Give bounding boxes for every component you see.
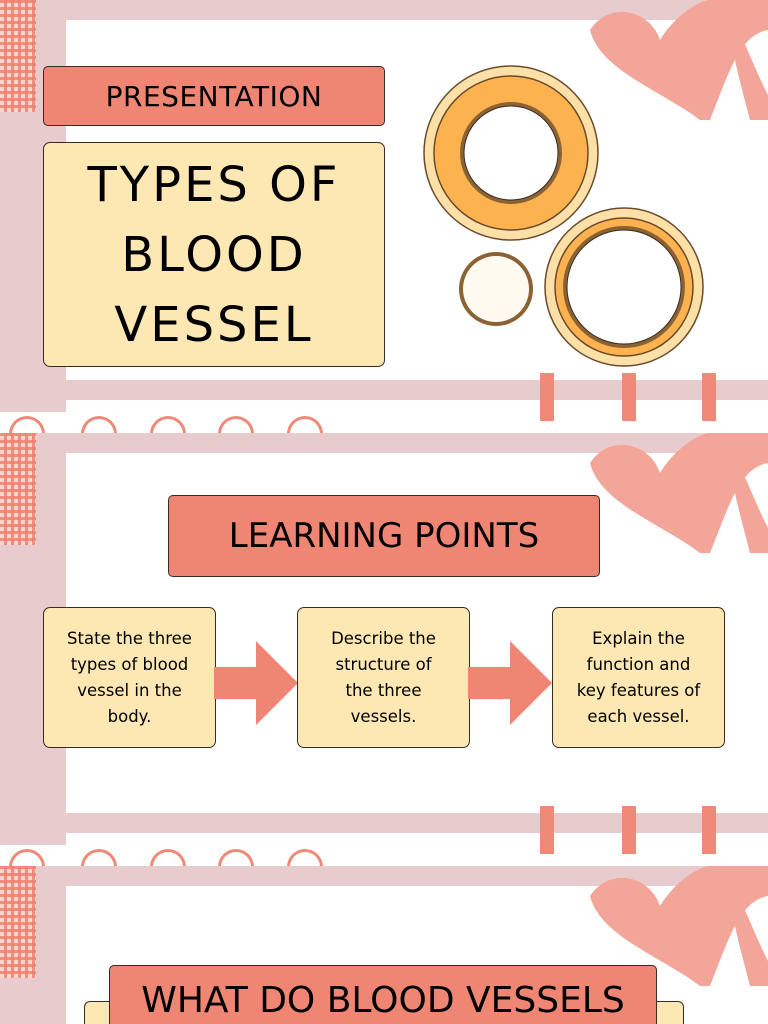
slide-2: LEARNING POINTS State the three types of… xyxy=(0,433,768,866)
presentation-tag-label: PRESENTATION xyxy=(105,79,323,113)
step-box-2: Describe the structure of the three vess… xyxy=(297,607,470,748)
step-box-1: State the three types of blood vessel in… xyxy=(43,607,216,748)
step-2-line: Describe the xyxy=(331,628,436,648)
step-2-text: Describe the structure of the three vess… xyxy=(321,626,446,730)
frame-bottom-bar xyxy=(38,813,768,833)
heart-decoration xyxy=(590,0,768,120)
presentation-tag: PRESENTATION xyxy=(43,66,385,126)
frame-top-bar xyxy=(38,433,768,453)
checker-pattern xyxy=(0,0,36,112)
frame-gap xyxy=(0,845,768,866)
frame-bottom-bar xyxy=(38,380,768,400)
step-1-line: vessel in the xyxy=(77,680,182,700)
slide-3: WHAT DO BLOOD VESSELS xyxy=(0,866,768,1024)
deco-tick xyxy=(540,373,554,421)
deco-tick xyxy=(702,373,716,421)
small-ring xyxy=(459,252,533,326)
deco-tick xyxy=(622,806,636,854)
step-1-line: State the three xyxy=(67,628,192,648)
slide-1: PRESENTATION TYPES OF BLOOD VESSEL xyxy=(0,0,768,433)
heart-decoration xyxy=(590,866,768,986)
slide-3-heading: WHAT DO BLOOD VESSELS xyxy=(109,965,657,1024)
step-1-line: types of blood xyxy=(70,654,189,674)
step-2-line: vessels. xyxy=(350,706,417,726)
step-1-text: State the three types of blood vessel in… xyxy=(57,626,202,730)
frame-vertical-bar xyxy=(38,866,66,1024)
medium-ring xyxy=(544,207,704,367)
frame-top-bar xyxy=(38,866,768,886)
learning-points-label: LEARNING POINTS xyxy=(228,516,540,556)
deco-tick xyxy=(622,373,636,421)
step-3-text: Explain the function and key features of… xyxy=(567,626,710,730)
arrow-right-icon xyxy=(468,641,552,725)
heart-decoration xyxy=(590,433,768,553)
step-1-line: body. xyxy=(107,706,152,726)
step-2-line: the three xyxy=(345,680,422,700)
title-line-2: BLOOD xyxy=(121,226,307,283)
step-3-line: each vessel. xyxy=(587,706,690,726)
step-2-line: structure of xyxy=(335,654,432,674)
title-line-3: VESSEL xyxy=(114,296,314,353)
frame-top-bar xyxy=(38,0,768,20)
title-line-1: TYPES OF xyxy=(87,156,341,213)
slide-3-heading-label: WHAT DO BLOOD VESSELS xyxy=(141,980,625,1021)
deco-tick xyxy=(540,806,554,854)
step-3-line: Explain the xyxy=(592,628,685,648)
step-3-line: key features of xyxy=(576,680,701,700)
step-3-line: function and xyxy=(586,654,691,674)
checker-pattern xyxy=(0,866,36,978)
checker-pattern xyxy=(0,433,36,545)
frame-bottom-bar-2 xyxy=(0,412,768,433)
arrow-right-icon xyxy=(214,641,298,725)
step-box-3: Explain the function and key features of… xyxy=(552,607,725,748)
blood-vessel-rings xyxy=(423,65,704,367)
deco-tick xyxy=(702,806,716,854)
learning-points-heading: LEARNING POINTS xyxy=(168,495,600,577)
large-ring xyxy=(423,65,599,241)
title-box: TYPES OF BLOOD VESSEL xyxy=(43,142,385,367)
